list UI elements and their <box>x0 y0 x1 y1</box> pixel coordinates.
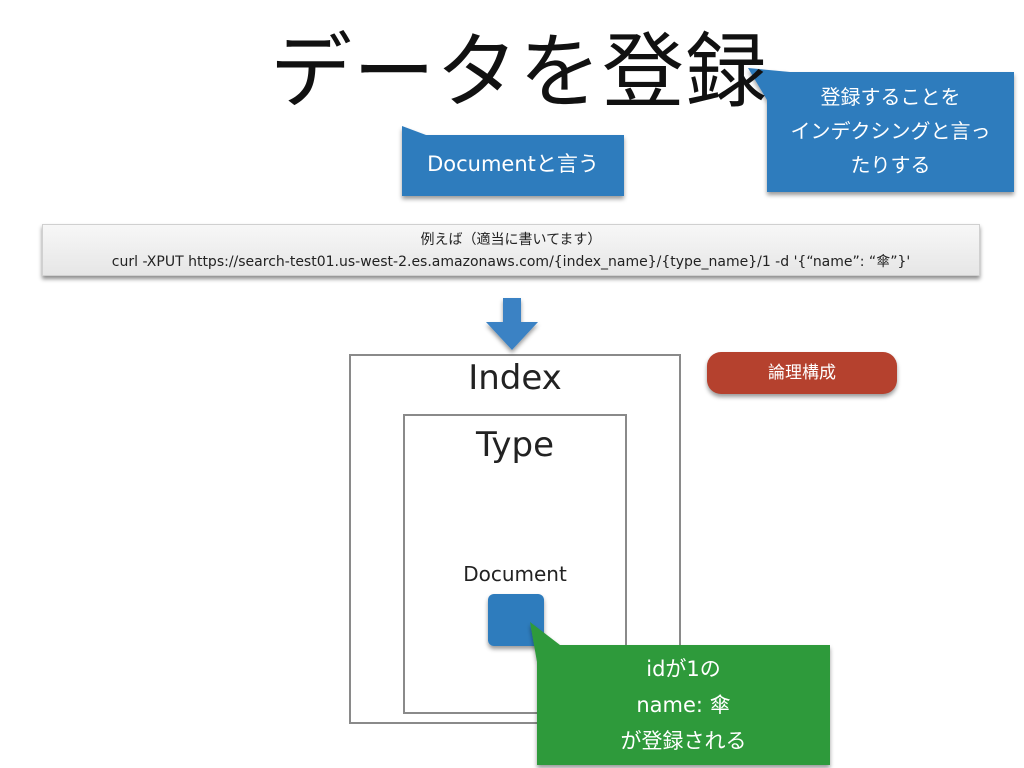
callout-result-line-3: が登録される <box>620 729 747 753</box>
type-label: Type <box>475 425 555 465</box>
callout-result-line-2: name: 傘 <box>636 693 731 717</box>
page-title: データを登録 <box>270 25 769 120</box>
logical-structure-badge: 論理構成 <box>707 352 897 394</box>
callout-indexing-line-2: インデクシングと言っ <box>790 119 991 143</box>
callout-indexing-line-1: 登録することを <box>820 85 961 109</box>
callout-indexing <box>748 68 1014 192</box>
callout-document <box>402 126 624 196</box>
callout-indexing-line-3: たりする <box>850 153 931 177</box>
callout-result-line-1: idが1の <box>646 657 721 681</box>
document-block <box>488 594 544 646</box>
document-label: Document <box>463 562 567 586</box>
command-line: curl -XPUT https://search-test01.us-west… <box>111 254 911 270</box>
callout-result-text: idが1の name: 傘 が登録される <box>537 651 830 759</box>
command-caption: 例えば（適当に書いてます） <box>420 232 602 248</box>
index-label: Index <box>468 358 562 398</box>
command-bar: 例えば（適当に書いてます） curl -XPUT https://search-… <box>42 224 980 276</box>
callout-document-text: Documentと言う <box>427 152 599 176</box>
down-arrow-icon <box>486 298 538 350</box>
callout-indexing-text: 登録することを インデクシングと言っ たりする <box>767 80 1014 182</box>
callout-result <box>530 622 830 765</box>
